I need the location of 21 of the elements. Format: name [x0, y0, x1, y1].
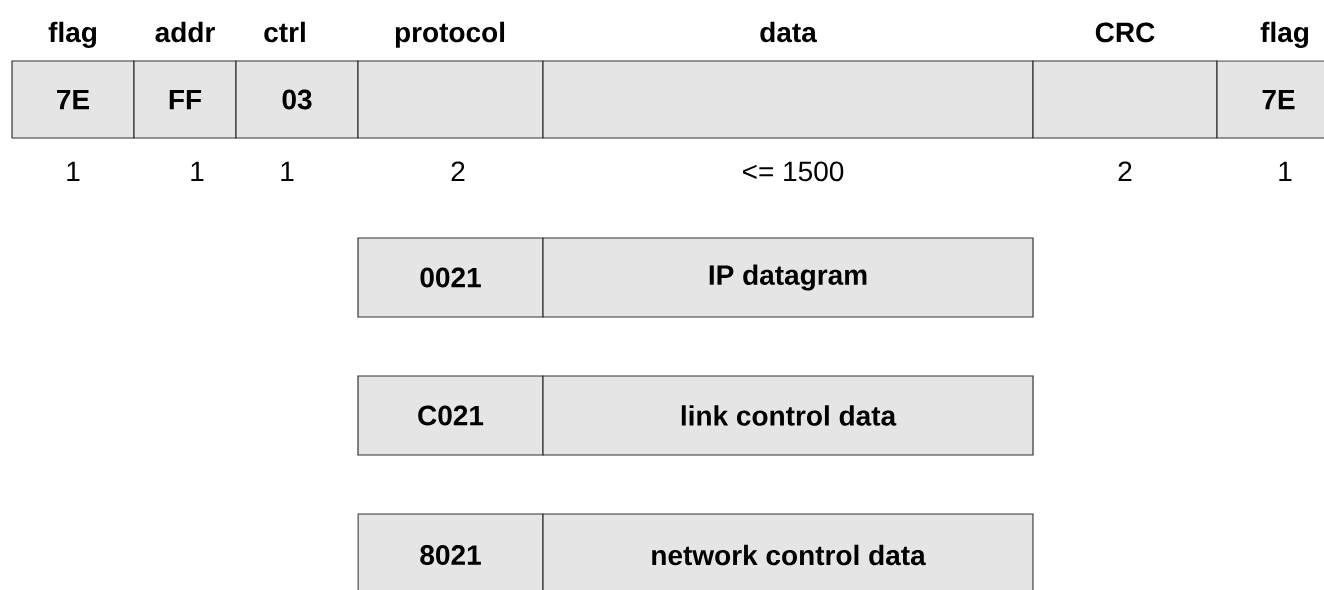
- field-name: addr: [155, 21, 215, 43]
- field-name: data: [760, 21, 817, 43]
- field-name: flag: [48, 21, 96, 48]
- byte-count: 1: [1279, 161, 1292, 181]
- field-cell: 03: [235, 60, 359, 139]
- field-cell: C021: [357, 375, 544, 456]
- byte-count: 1: [67, 161, 80, 181]
- field-cell: 8021: [357, 513, 544, 590]
- byte-count: 1: [191, 161, 204, 181]
- field-name: CRC: [1095, 22, 1155, 43]
- field-cell: FF: [133, 60, 237, 139]
- byte-count: 2: [1118, 161, 1132, 181]
- field-name: ctrl: [264, 21, 305, 43]
- field-cell: 0021: [357, 237, 544, 318]
- byte-count: 1: [281, 161, 294, 181]
- byte-count: <= 1500: [743, 161, 844, 182]
- field-cell: 7E: [1216, 60, 1324, 139]
- field-name: flag: [1260, 21, 1309, 48]
- field-name: protocol: [395, 21, 505, 48]
- byte-count: 2: [451, 161, 465, 181]
- field-cell: 7E: [11, 60, 135, 139]
